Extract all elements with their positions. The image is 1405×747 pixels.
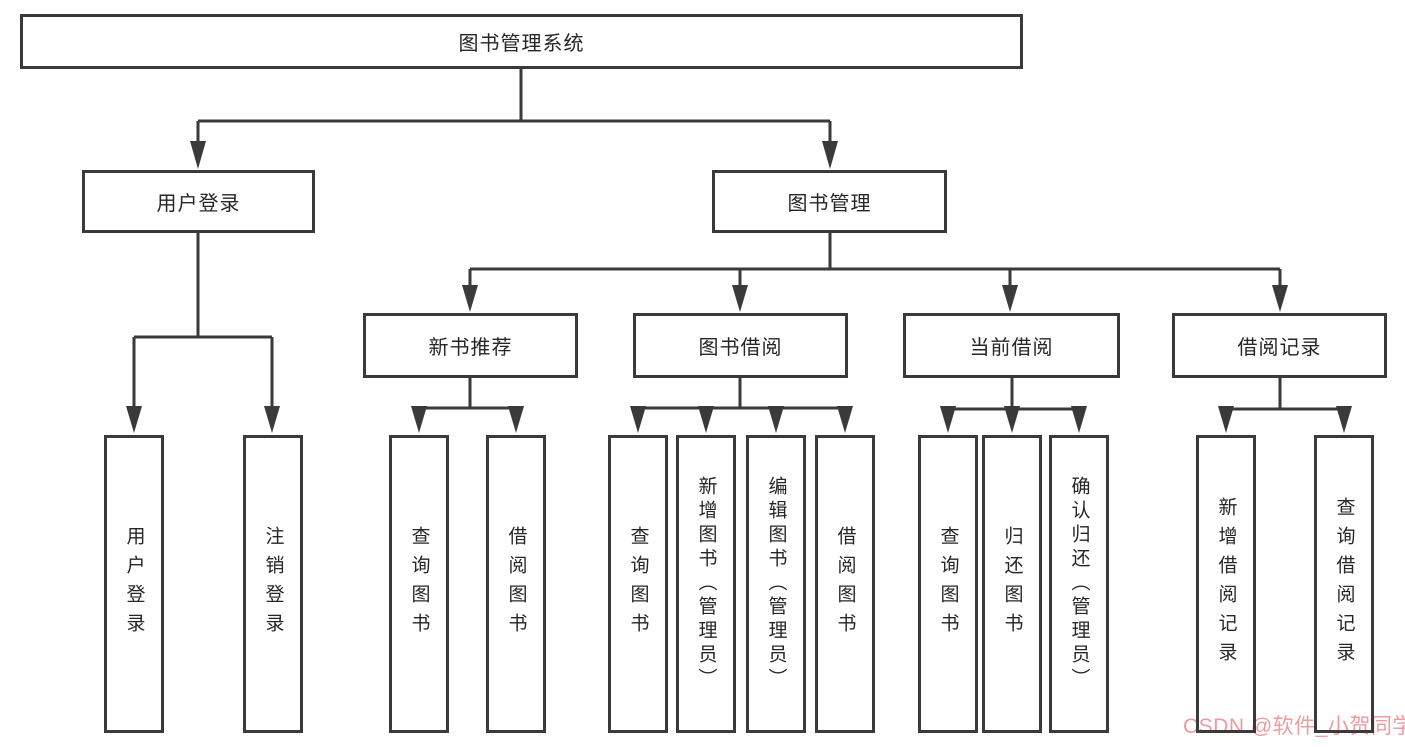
leaf-add-borrow-record: 新增借阅记录 xyxy=(1196,435,1256,733)
node-library-management-system: 图书管理系统 xyxy=(20,14,1023,69)
node-label: 借阅记录 xyxy=(1237,337,1322,359)
arrowhead xyxy=(732,285,748,312)
node-label: 新增图书（管理员） xyxy=(695,476,717,692)
arrowhead xyxy=(630,406,646,433)
leaf-logout: 注销登录 xyxy=(243,435,303,733)
arrowhead xyxy=(940,406,956,433)
node-label: 新增借阅记录 xyxy=(1215,497,1237,671)
node-label: 编辑图书（管理员） xyxy=(765,476,787,692)
connector-root-to-level2 xyxy=(196,69,832,150)
arrowheads xyxy=(126,141,1352,433)
node-label: 当前借阅 xyxy=(969,337,1054,359)
node-label: 查询借阅记录 xyxy=(1333,497,1355,671)
arrowhead xyxy=(1336,406,1352,433)
leaf-user-login: 用户登录 xyxy=(104,435,164,733)
arrowhead xyxy=(462,285,478,312)
node-label: 查询图书 xyxy=(408,526,430,642)
arrowhead xyxy=(698,406,714,433)
leaf-query-books-1: 查询图书 xyxy=(389,435,449,733)
node-label: 确认归还（管理员） xyxy=(1068,476,1090,692)
node-label: 用户登录 xyxy=(156,193,241,215)
connector-borrowrecords-to-leaves xyxy=(1224,378,1346,418)
node-label: 归还图书 xyxy=(1001,526,1023,642)
leaf-query-books-3: 查询图书 xyxy=(918,435,978,733)
node-book-management: 图书管理 xyxy=(712,170,947,233)
leaf-borrow-books-2: 借阅图书 xyxy=(815,435,875,733)
node-label: 查询图书 xyxy=(937,526,959,642)
node-label: 图书管理 xyxy=(787,193,872,215)
arrowhead xyxy=(1218,406,1234,433)
node-label: 用户登录 xyxy=(123,526,145,642)
arrowhead xyxy=(1071,406,1087,433)
arrowhead xyxy=(1004,406,1020,433)
arrowhead xyxy=(822,141,838,169)
arrowhead xyxy=(411,406,427,433)
arrowhead xyxy=(190,141,206,169)
leaf-query-books-2: 查询图书 xyxy=(608,435,668,733)
arrowhead xyxy=(768,406,784,433)
node-new-book-recommendation: 新书推荐 xyxy=(363,313,578,378)
leaf-query-borrow-record: 查询借阅记录 xyxy=(1314,435,1374,733)
node-user-login: 用户登录 xyxy=(82,170,315,233)
node-label: 借阅图书 xyxy=(505,526,527,642)
node-book-borrowing: 图书借阅 xyxy=(633,313,848,378)
leaf-borrow-books-1: 借阅图书 xyxy=(486,435,546,733)
node-label: 查询图书 xyxy=(627,526,649,642)
arrowhead xyxy=(264,406,280,433)
node-label: 新书推荐 xyxy=(428,337,513,359)
arrowhead xyxy=(837,406,853,433)
arrowhead xyxy=(1002,285,1018,312)
arrowhead xyxy=(126,406,142,433)
leaf-return-books: 归还图书 xyxy=(982,435,1042,733)
connector-userlogin-to-leaves xyxy=(132,233,274,412)
node-current-borrowing: 当前借阅 xyxy=(903,313,1120,378)
leaf-add-book-admin: 新增图书（管理员） xyxy=(676,435,736,733)
node-label: 图书管理系统 xyxy=(458,33,585,55)
connector-bookborrow-to-leaves xyxy=(636,378,847,418)
arrowhead xyxy=(1272,285,1288,312)
leaf-confirm-return-admin: 确认归还（管理员） xyxy=(1049,435,1109,733)
leaf-edit-book-admin: 编辑图书（管理员） xyxy=(746,435,806,733)
node-label: 注销登录 xyxy=(262,526,284,642)
connector-newbookrec-to-leaves xyxy=(417,378,518,418)
node-borrowing-records: 借阅记录 xyxy=(1172,313,1387,378)
node-label: 图书借阅 xyxy=(698,337,783,359)
arrowhead xyxy=(508,406,524,433)
node-label: 借阅图书 xyxy=(834,526,856,642)
connector-bookmgmt-to-level3 xyxy=(468,233,1282,293)
